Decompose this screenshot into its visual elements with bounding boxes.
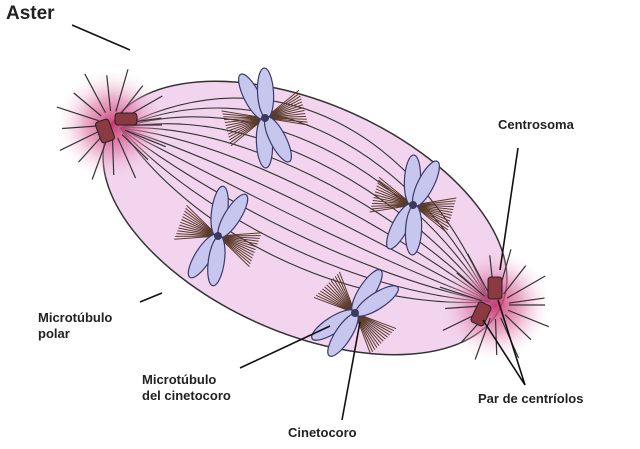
kinetochore [409,201,417,209]
aster-ray [73,92,102,117]
centriole-left-2 [114,112,138,126]
leader-centriolos-2 [482,319,526,386]
label-line: del cinetocoro [142,388,231,403]
aster-ray [445,305,482,310]
aster-ray [508,297,545,304]
aster-ray [507,309,550,328]
kinetochore [261,114,269,122]
aster-ray [84,73,106,113]
leader-cinetocoro [341,321,361,421]
leader-microtubulo-polar [139,292,163,303]
kinetochore-fiber [181,219,219,237]
microtubule [119,107,491,303]
aster-ray [503,265,527,295]
label-line: polar [38,326,70,341]
centriole-right-1 [487,276,503,300]
leader-lines [71,24,526,421]
aster-ray [111,138,115,175]
label-line: Microtúbulo [38,310,113,325]
aster-ray [506,275,546,299]
label-line: Microtúbulo [142,372,217,387]
kinetochore-fiber [412,204,453,213]
centriole-left-1 [95,118,115,144]
aster-ray [78,135,104,163]
chromosome [221,67,309,169]
aster-ray [474,317,491,360]
aster-ray [56,106,99,122]
microtubule [119,127,491,303]
microtubule [119,127,491,304]
aster-ray [504,314,532,341]
aster-ray [59,130,100,151]
chromosome [174,185,262,287]
aster-ray [62,125,99,130]
microtubule [119,97,491,303]
leader-microtubulo-cinetocoro [239,325,331,369]
microtubule [119,127,491,303]
aster-ray [494,318,498,355]
microtubule [119,123,491,303]
kinetochore [214,232,222,240]
leader-aster [71,24,131,51]
aster-ray [456,272,485,297]
label-par-centriolos: Par de centríolos [478,391,584,406]
label-centrosoma: Centrosoma [498,117,574,132]
label-cinetocoro: Cinetocoro [288,425,357,440]
kinetochore [351,309,359,317]
leader-centriolos-1 [497,299,526,386]
chromosome [369,154,457,256]
aster-left [56,69,167,180]
label-aster: Aster [6,3,55,24]
microtubule [119,127,491,303]
aster-ray [121,134,149,161]
leader-centrosoma [499,147,519,271]
aster-ray [117,137,137,179]
aster-ray [467,253,489,293]
aster-ray [91,137,108,180]
label-microtubulo-polar: Microtúbulo polar [38,310,112,342]
aster-ray [124,129,167,148]
aster-ray [106,75,112,112]
aster-right [439,249,550,360]
chromosome [311,269,399,357]
aster-ray [439,286,482,302]
microtubule [119,127,491,303]
microtubule [119,116,491,303]
centriole-right-2 [470,301,492,327]
chromosomes [174,67,457,357]
aster-ray [115,69,129,112]
label-microtubulo-cinetocoro: Microtúbulo del cinetocoro [142,372,231,404]
aster-ray [120,85,144,115]
